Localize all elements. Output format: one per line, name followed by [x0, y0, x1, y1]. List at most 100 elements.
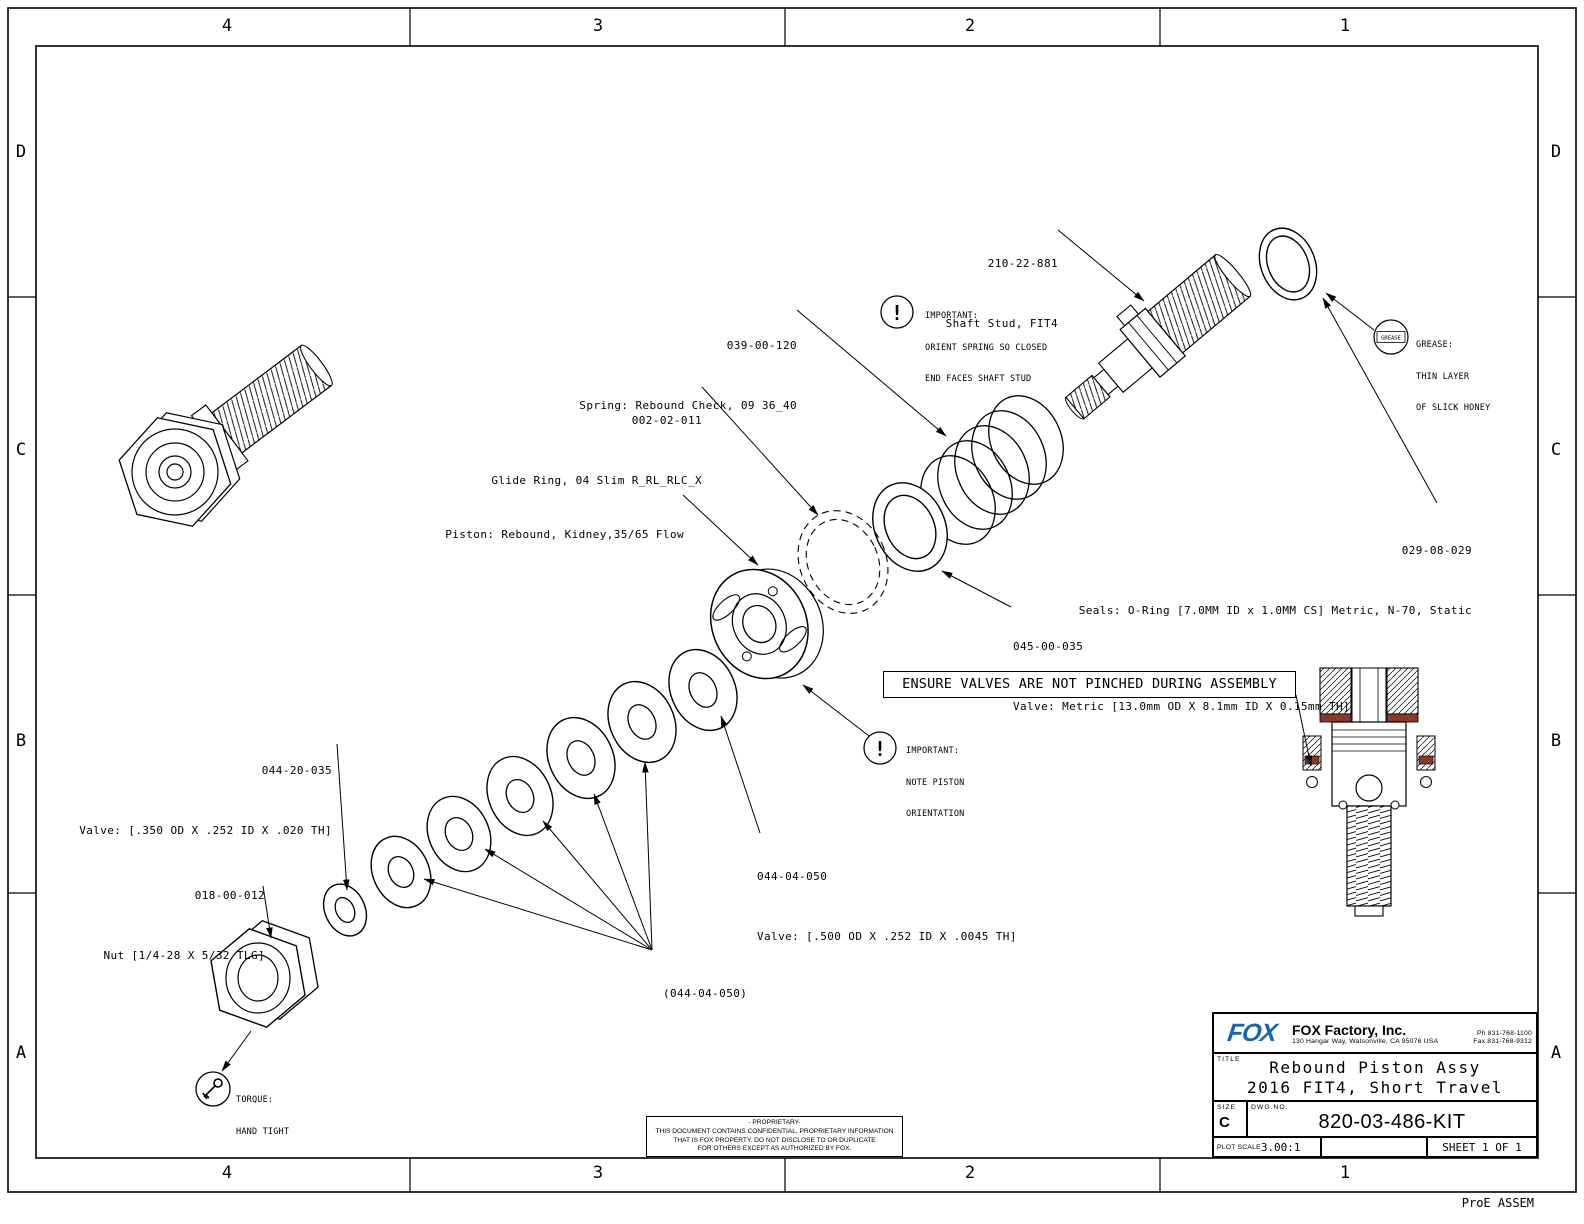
- drawing-title-line2: 2016 FIT4, Short Travel: [1246, 1078, 1504, 1097]
- zone-col-2-top: 2: [964, 16, 976, 36]
- grease-badge: GREASE: [1381, 336, 1401, 342]
- part-number: 002-02-011: [631, 414, 702, 427]
- part-number: 044-20-035: [261, 764, 332, 777]
- callout-seals: 029-08-029 Seals: O-Ring [7.0MM ID x 1.0…: [1079, 501, 1472, 661]
- proprietary-notice: - PROPRIETARY- THIS DOCUMENT CONTAINS CO…: [646, 1116, 903, 1157]
- piston-view: [709, 568, 824, 680]
- note-line: END FACES SHAFT STUD: [925, 374, 1032, 384]
- zone-row-c-left: C: [15, 440, 27, 460]
- valve-metric-view: [872, 482, 948, 572]
- title-label: TITLE: [1217, 1056, 1241, 1063]
- note-grease: GREASE: THIN LAYER OF SLICK HONEY: [1416, 319, 1490, 435]
- note-title: TORQUE:: [236, 1095, 274, 1105]
- size-label: SIZE: [1217, 1104, 1237, 1111]
- grease-symbol: GREASE: [1373, 319, 1409, 355]
- valve-stack: [322, 648, 738, 937]
- exclamation-icon: !: [891, 301, 903, 325]
- footer-app-name: ProE ASSEM: [1461, 1196, 1534, 1210]
- callout-valve-350: 044-20-035 Valve: [.350 OD X .252 ID X .…: [79, 721, 332, 881]
- plot-scale-value: 3.00:1: [1260, 1140, 1301, 1154]
- callout-glide-ring: 002-02-011 Glide Ring, 04 Slim R_RL_RLC_…: [491, 371, 702, 531]
- title-block: FOX FOX Factory, Inc. Ph 831-768-1100 13…: [1212, 1012, 1538, 1158]
- wrench-icon: [202, 1078, 223, 1100]
- dwg-row: SIZE C DWG.NO. 820-03-486-KIT: [1214, 1102, 1536, 1138]
- callout-valve-metric: 045-00-035 Valve: Metric [13.0mm OD X 8.…: [1013, 597, 1350, 757]
- part-number: 018-00-012: [194, 889, 265, 902]
- note-important-piston: IMPORTANT: NOTE PISTON ORIENTATION: [906, 725, 965, 841]
- important-piston-symbol: !: [863, 731, 897, 765]
- proprietary-line: THIS DOCUMENT CONTAINS CONFIDENTIAL, PRO…: [655, 1127, 894, 1135]
- size-cell: SIZE C: [1214, 1102, 1248, 1136]
- note-title: IMPORTANT:: [906, 746, 960, 756]
- note-title: GREASE:: [1416, 340, 1454, 350]
- part-desc: Valve: [.350 OD X .252 ID X .020 TH]: [79, 824, 332, 837]
- zone-col-4-bottom: 4: [221, 1163, 233, 1183]
- company-address: 130 Hangar Way, Watsonville, CA 95076 US…: [1292, 1038, 1439, 1045]
- part-number: (044-04-050): [663, 987, 748, 1000]
- part-desc: Spring: Rebound Check, 09 36_40: [579, 399, 797, 412]
- callout-valve-500: 044-04-050 Valve: [.500 OD X .252 ID X .…: [757, 827, 1017, 987]
- plot-scale-label: PLOT SCALE: [1217, 1143, 1261, 1151]
- company-info: FOX Factory, Inc. Ph 831-768-1100 130 Ha…: [1290, 1014, 1536, 1052]
- note-important-spring: IMPORTANT: ORIENT SPRING SO CLOSED END F…: [925, 290, 1047, 406]
- part-number: 210-22-881: [987, 257, 1058, 270]
- zone-row-d-right: D: [1550, 142, 1562, 162]
- zone-row-b-left: B: [15, 731, 27, 751]
- note-line: THIN LAYER: [1416, 371, 1470, 382]
- nut-view: [210, 920, 319, 1028]
- dwg-label: DWG.NO.: [1251, 1104, 1289, 1111]
- part-number: 029-08-029: [1401, 544, 1472, 557]
- zone-col-1-bottom: 1: [1339, 1163, 1351, 1183]
- part-desc: Glide Ring, 04 Slim R_RL_RLC_X: [491, 474, 702, 487]
- zone-col-1-top: 1: [1339, 16, 1351, 36]
- callout-spring: 039-00-120 Spring: Rebound Check, 09 36_…: [579, 296, 797, 456]
- part-desc: Shaft Stud, FIT4: [945, 317, 1058, 330]
- note-line: ORIENT SPRING SO CLOSED: [925, 342, 1048, 353]
- part-desc: Nut [1/4-28 X 5/32 TLG]: [103, 949, 265, 962]
- part-desc: Piston: Rebound, Kidney,35/65 Flow: [445, 528, 684, 541]
- assembled-piston-view: [118, 344, 333, 527]
- torque-symbol: [195, 1071, 231, 1107]
- note-title: IMPORTANT:: [925, 311, 979, 321]
- part-number: 045-00-035: [1013, 640, 1084, 653]
- part-desc: Valve: Metric [13.0mm OD X 8.1mm ID X 0.…: [1013, 700, 1351, 713]
- zone-col-4-top: 4: [221, 16, 233, 36]
- dwg-cell: DWG.NO. 820-03-486-KIT: [1248, 1102, 1536, 1136]
- zone-ticks: [8, 8, 1576, 1192]
- glide-ring-view: [797, 510, 889, 614]
- assembly-warning-box: ENSURE VALVES ARE NOT PINCHED DURING ASS…: [883, 671, 1296, 698]
- callout-nut: 018-00-012 Nut [1/4-28 X 5/32 TLG]: [103, 846, 265, 1006]
- proprietary-line: - PROPRIETARY-: [748, 1119, 801, 1126]
- zone-row-a-right: A: [1550, 1043, 1562, 1063]
- exclamation-icon: !: [874, 737, 886, 761]
- dwg-number: 820-03-486-KIT: [1318, 1111, 1466, 1133]
- part-desc: Valve: [.500 OD X .252 ID X .0045 TH]: [757, 930, 1017, 943]
- cross-section-view: [1302, 667, 1436, 917]
- scale-row-spacer: [1322, 1138, 1428, 1156]
- leader-lines: [221, 229, 1438, 1072]
- part-number: 039-00-120: [726, 339, 797, 352]
- oring-view: [1258, 227, 1318, 301]
- proprietary-line: FOR OTHERS EXCEPT AS AUTHORIZED BY FOX.: [697, 1145, 852, 1153]
- callout-piston: Piston: Rebound, Kidney,35/65 Flow: [445, 485, 684, 585]
- fox-logo: FOX: [1225, 1018, 1279, 1047]
- company-fax: Fax 831-768-9312: [1473, 1038, 1532, 1045]
- zone-row-b-right: B: [1550, 731, 1562, 751]
- zone-row-c-right: C: [1550, 440, 1562, 460]
- spring-view: [920, 395, 1064, 545]
- sheet-number: SHEET 1 OF 1: [1442, 1140, 1522, 1154]
- callout-shaft-stud: 210-22-881 Shaft Stud, FIT4: [946, 214, 1058, 374]
- shaft-stud-view: [1064, 253, 1252, 420]
- zone-col-3-bottom: 3: [592, 1163, 604, 1183]
- title-block-header: FOX FOX Factory, Inc. Ph 831-768-1100 13…: [1214, 1014, 1536, 1054]
- company-phone: Ph 831-768-1100: [1476, 1030, 1532, 1037]
- callout-valve-group: (044-04-050): [663, 944, 747, 1044]
- zone-row-d-left: D: [15, 142, 27, 162]
- zone-row-a-left: A: [15, 1043, 27, 1063]
- title-row: TITLE Rebound Piston Assy 2016 FIT4, Sho…: [1214, 1054, 1536, 1102]
- zone-col-2-bottom: 2: [964, 1163, 976, 1183]
